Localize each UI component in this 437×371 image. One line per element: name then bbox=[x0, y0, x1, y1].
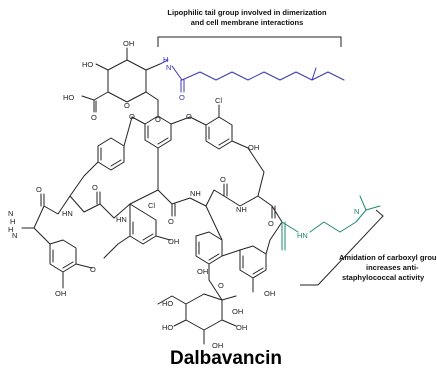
atom-o-10: O bbox=[220, 175, 226, 184]
lower-left-ring bbox=[49, 239, 93, 289]
atom-hn-2: HN bbox=[116, 215, 127, 224]
amidation-annotation-line3: staphylococcal activity bbox=[342, 273, 425, 282]
atom-o-11: O bbox=[268, 219, 274, 228]
atom-n-4: N bbox=[354, 207, 359, 216]
top-sugar-ring bbox=[81, 47, 161, 117]
lipophilic-bracket bbox=[157, 36, 342, 47]
atom-h-1: H bbox=[163, 55, 168, 64]
atom-o-13: O bbox=[218, 281, 224, 290]
bottom-sugar-ring bbox=[157, 293, 237, 345]
atom-o-2: O bbox=[124, 101, 130, 110]
lipophilic-annotation-line2: and cell membrane interactions bbox=[191, 18, 304, 27]
atom-cl-1: Cl bbox=[215, 96, 222, 105]
atom-oh-4: OH bbox=[55, 289, 66, 298]
atom-oh-6: OH bbox=[264, 289, 275, 298]
atom-o-1: O bbox=[91, 113, 97, 122]
atom-n-1: N bbox=[166, 63, 171, 72]
atom-o-9: O bbox=[168, 217, 174, 226]
atom-hn-1: HN bbox=[62, 209, 73, 218]
amidation-bracket bbox=[300, 209, 384, 286]
atom-o-4: O bbox=[179, 93, 185, 102]
atom-oh-5: OH bbox=[197, 267, 208, 276]
atom-o-12: O bbox=[90, 265, 96, 274]
amidation-annotation-line2: increases anti- bbox=[366, 263, 419, 272]
atom-oh-9: OH bbox=[212, 341, 223, 350]
atom-o-7: O bbox=[36, 185, 42, 194]
atom-ho-3: HO bbox=[162, 299, 173, 308]
atom-ho-4: HO bbox=[162, 323, 173, 332]
atom-oh-1: OH bbox=[123, 39, 134, 48]
compound-title: Dalbavancin bbox=[170, 348, 282, 369]
biphenyl-rings bbox=[195, 205, 271, 301]
inner-ring bbox=[103, 203, 171, 259]
lipophilic-annotation-line1: Lipophilic tail group involved in dimeri… bbox=[167, 8, 327, 17]
atom-oh-3: OH bbox=[168, 237, 179, 246]
atom-o-6: O bbox=[186, 112, 192, 121]
atom-n-3: N bbox=[8, 209, 13, 218]
atom-nh-1: NH bbox=[190, 189, 201, 198]
lipophilic-tail bbox=[159, 59, 345, 93]
atom-n-2: N bbox=[12, 231, 17, 240]
atom-h-3: H bbox=[10, 217, 15, 226]
atom-oh-2: OH bbox=[248, 143, 259, 152]
atom-ho-1: HO bbox=[82, 60, 93, 69]
amidation-annotation-line1: Amidation of carboxyl grou bbox=[339, 253, 437, 262]
peptide-backbone bbox=[21, 147, 283, 245]
atom-o-3: O bbox=[155, 115, 161, 124]
left-phenyl-ring bbox=[69, 116, 133, 197]
atom-oh-8: OH bbox=[232, 307, 243, 316]
atom-hn-3: HN bbox=[297, 231, 308, 240]
atom-ho-2: HO bbox=[63, 93, 74, 102]
atom-o-8: O bbox=[92, 183, 98, 192]
atom-h-2: H bbox=[8, 225, 13, 234]
atom-cl-2: Cl bbox=[148, 201, 155, 210]
amide-side-chain bbox=[281, 195, 381, 251]
atom-oh-7: OH bbox=[236, 323, 247, 332]
atom-nh-2: NH bbox=[236, 205, 247, 214]
